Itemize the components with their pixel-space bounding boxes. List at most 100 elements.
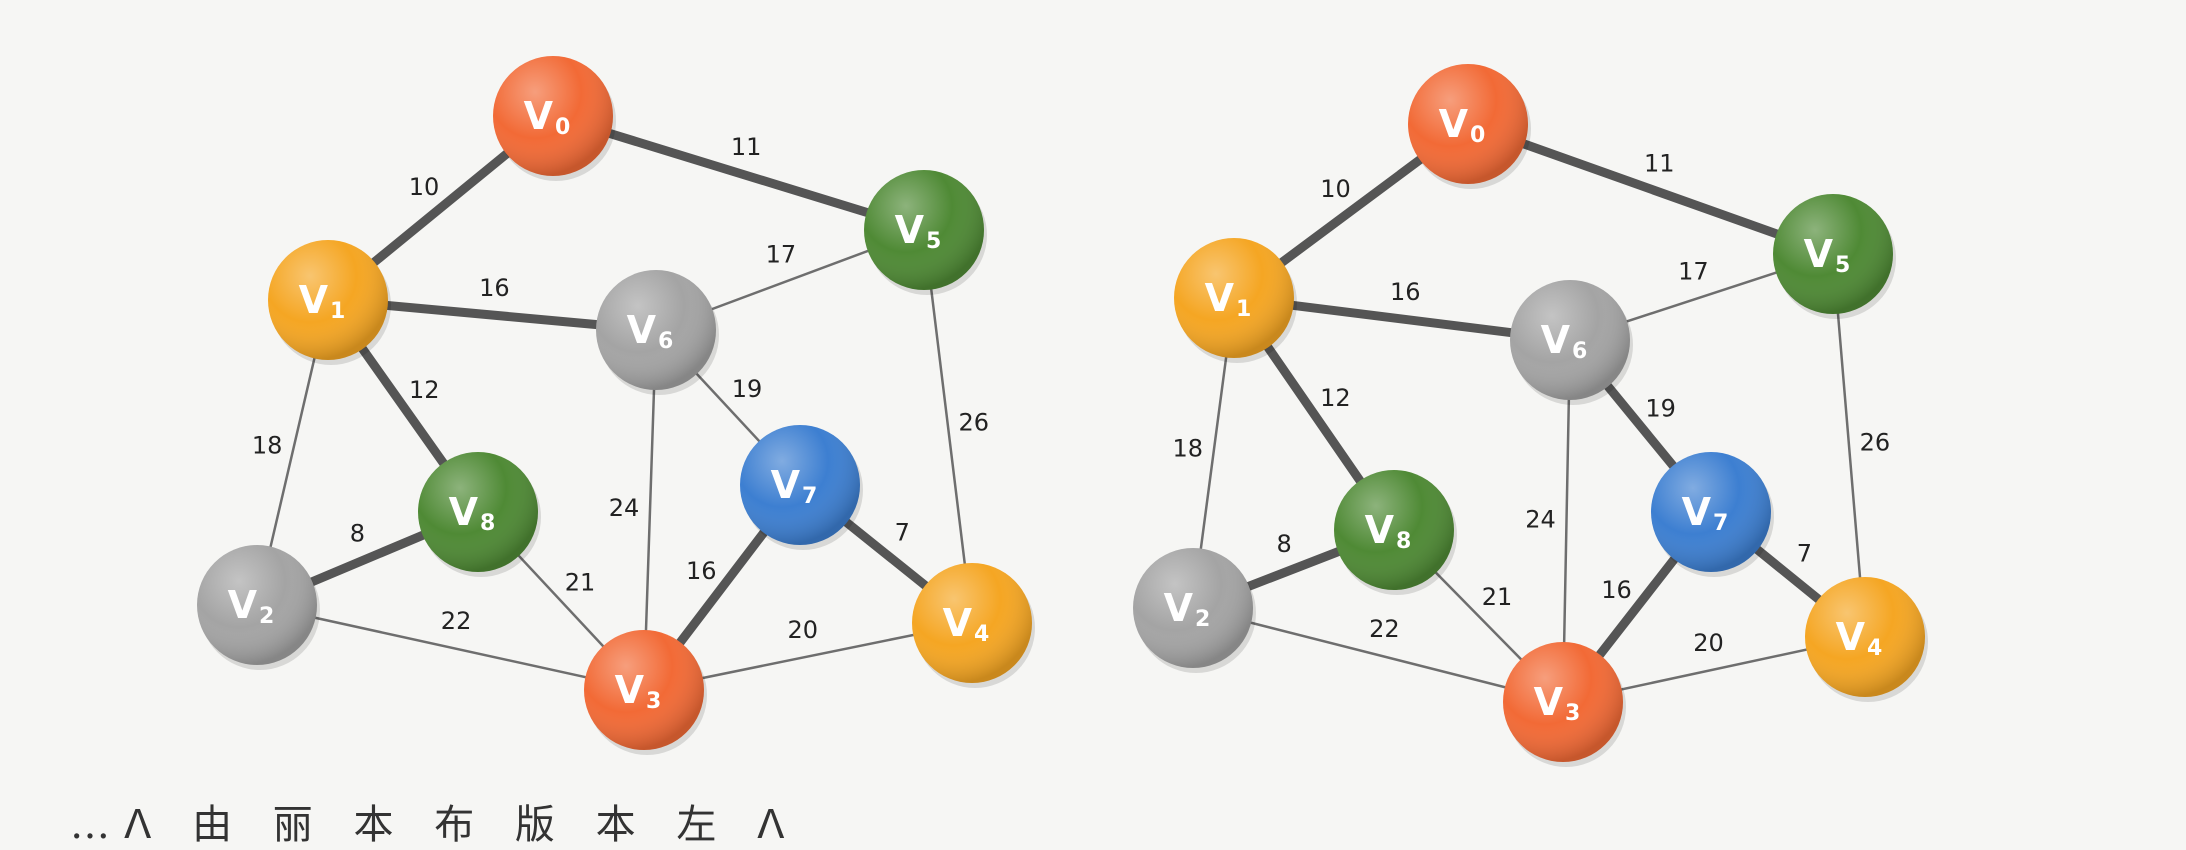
node-letter: V [299, 278, 329, 322]
node-label: V2 [1164, 586, 1211, 633]
node-v8[interactable]: V8 [1334, 470, 1457, 595]
node-highlight [1174, 238, 1294, 358]
node-index: 5 [926, 229, 941, 254]
node-letter: V [615, 668, 645, 712]
node-label: V5 [895, 208, 942, 255]
node-highlight [1510, 280, 1630, 400]
node-highlight [1773, 194, 1893, 314]
edge-weight-label: 8 [350, 520, 365, 548]
edge-v2-v3 [255, 603, 646, 692]
node-label: V6 [627, 308, 674, 355]
node-index: 4 [974, 622, 989, 647]
node-index: 5 [1835, 253, 1850, 278]
edge-weight-label: 24 [609, 494, 640, 522]
node-label: V5 [1804, 232, 1851, 279]
node-label: V7 [771, 463, 818, 510]
node-index: 6 [1572, 339, 1587, 364]
node-label: V6 [1541, 318, 1588, 365]
node-highlight [197, 545, 317, 665]
edge-weight-label: 22 [1369, 615, 1400, 643]
node-v7[interactable]: V7 [740, 425, 863, 550]
node-letter: V [1804, 232, 1834, 276]
node-v8[interactable]: V8 [418, 452, 541, 577]
edge-weight-label: 10 [409, 173, 440, 201]
edge-weight-label: 7 [895, 519, 910, 547]
node-index: 6 [658, 329, 673, 354]
node-v5[interactable]: V5 [1773, 194, 1896, 319]
edges [1188, 119, 1870, 707]
node-letter: V [228, 583, 258, 627]
node-v2[interactable]: V2 [1133, 548, 1256, 673]
node-v7[interactable]: V7 [1651, 452, 1774, 577]
node-v3[interactable]: V3 [1503, 642, 1626, 767]
node-label: V2 [228, 583, 275, 630]
node-v6[interactable]: V6 [1510, 280, 1633, 405]
node-letter: V [449, 490, 479, 534]
node-index: 2 [1195, 607, 1210, 632]
node-index: 2 [259, 604, 274, 629]
node-label: V3 [615, 668, 662, 715]
node-label: V8 [1365, 508, 1412, 555]
edge-v0-v5 [1463, 119, 1838, 259]
node-v4[interactable]: V4 [912, 563, 1035, 688]
node-highlight [1651, 452, 1771, 572]
edge-v6-v3 [642, 328, 658, 692]
edges [252, 111, 977, 695]
node-label: V8 [449, 490, 496, 537]
edge-weight-label: 11 [1644, 150, 1675, 178]
edge-weight-label: 10 [1320, 175, 1351, 203]
node-label: V0 [524, 94, 571, 141]
node-label: V4 [1836, 615, 1883, 662]
node-index: 8 [1396, 529, 1411, 554]
edge-weight-label: 12 [1320, 384, 1351, 412]
node-index: 0 [555, 115, 570, 140]
node-index: 8 [480, 511, 495, 536]
node-label: V3 [1534, 680, 1581, 727]
right-graph: 1011161712181926824716212220V0V1V2V3V4V5… [1133, 64, 1928, 767]
node-v3[interactable]: V3 [584, 630, 707, 755]
bottom-caption-fragment: …ᐱ 由 丽 本 布 版 本 左 ᐱ [70, 802, 799, 848]
node-index: 3 [1565, 701, 1580, 726]
node-letter: V [1541, 318, 1571, 362]
node-highlight [596, 270, 716, 390]
edge-weight-label: 26 [959, 408, 990, 436]
node-highlight [864, 170, 984, 290]
edge-weight-label: 26 [1860, 428, 1891, 456]
node-letter: V [943, 601, 973, 645]
node-v0[interactable]: V0 [493, 56, 616, 181]
node-index: 7 [802, 484, 817, 509]
edge-weight-label: 24 [1525, 505, 1556, 533]
node-letter: V [1836, 615, 1866, 659]
edge-v5-v4 [922, 228, 974, 625]
node-letter: V [1164, 586, 1194, 630]
edge-weight-label: 19 [732, 375, 763, 403]
node-highlight [1133, 548, 1253, 668]
edge-weight-label: 17 [1678, 257, 1709, 285]
node-v4[interactable]: V4 [1805, 577, 1928, 702]
node-highlight [1805, 577, 1925, 697]
node-index: 4 [1867, 636, 1882, 661]
node-v2[interactable]: V2 [197, 545, 320, 670]
node-index: 1 [330, 299, 345, 324]
node-highlight [418, 452, 538, 572]
node-letter: V [1682, 490, 1712, 534]
node-v6[interactable]: V6 [596, 270, 719, 395]
node-v1[interactable]: V1 [268, 240, 391, 365]
edge-weight-label: 21 [1482, 583, 1513, 611]
node-letter: V [1439, 102, 1469, 146]
node-v5[interactable]: V5 [864, 170, 987, 295]
node-letter: V [1365, 508, 1395, 552]
node-highlight [912, 563, 1032, 683]
node-v1[interactable]: V1 [1174, 238, 1297, 363]
node-index: 3 [646, 689, 661, 714]
node-v0[interactable]: V0 [1408, 64, 1531, 189]
node-label: V7 [1682, 490, 1729, 537]
edge-weight-label: 16 [686, 557, 717, 585]
edge-weight-label: 17 [766, 241, 797, 269]
node-label: V1 [299, 278, 346, 325]
